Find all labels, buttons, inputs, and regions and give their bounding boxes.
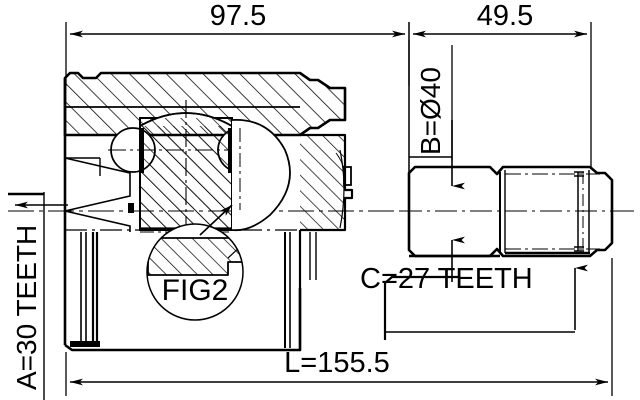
fig2-leader-line [199, 204, 233, 236]
right-wall-outline [300, 133, 354, 232]
circlip-tick-top [574, 171, 584, 177]
diameter-b-label: B=Ø40 [415, 67, 446, 155]
housing-taper-lower [64, 210, 131, 232]
dimension-97-5-label: 97.5 [210, 0, 266, 32]
groove-fillet [70, 341, 100, 347]
dimension-overall-length: L=155.5 [65, 258, 613, 396]
fig2-hatched-detail [147, 237, 243, 276]
cavity-profile [231, 119, 291, 232]
spline-a-callout: A=30 TEETH [8, 192, 68, 400]
housing-right-section [231, 119, 354, 280]
spline-c-callout: C=27 TEETH [360, 236, 588, 340]
snap-ring-groove [343, 166, 352, 186]
fig2-label: FIG2 [162, 274, 229, 307]
overall-length-label: L=155.5 [284, 347, 390, 379]
housing-taper-upper [64, 157, 131, 212]
circlip-tick-bottom [574, 246, 584, 252]
housing-top-outline [63, 71, 347, 137]
spline-c-label: C=27 TEETH [360, 263, 533, 295]
fig2-detail-callout: FIG2 [146, 204, 244, 321]
dimension-49-5-label: 49.5 [477, 0, 533, 32]
outer-housing [63, 71, 347, 352]
ball-stop-mark [128, 203, 134, 213]
output-shaft [400, 165, 625, 258]
diameter-b-callout: B=Ø40 [408, 40, 465, 200]
spline-a-label: A=30 TEETH [11, 225, 42, 390]
fillet-curve [335, 152, 346, 191]
